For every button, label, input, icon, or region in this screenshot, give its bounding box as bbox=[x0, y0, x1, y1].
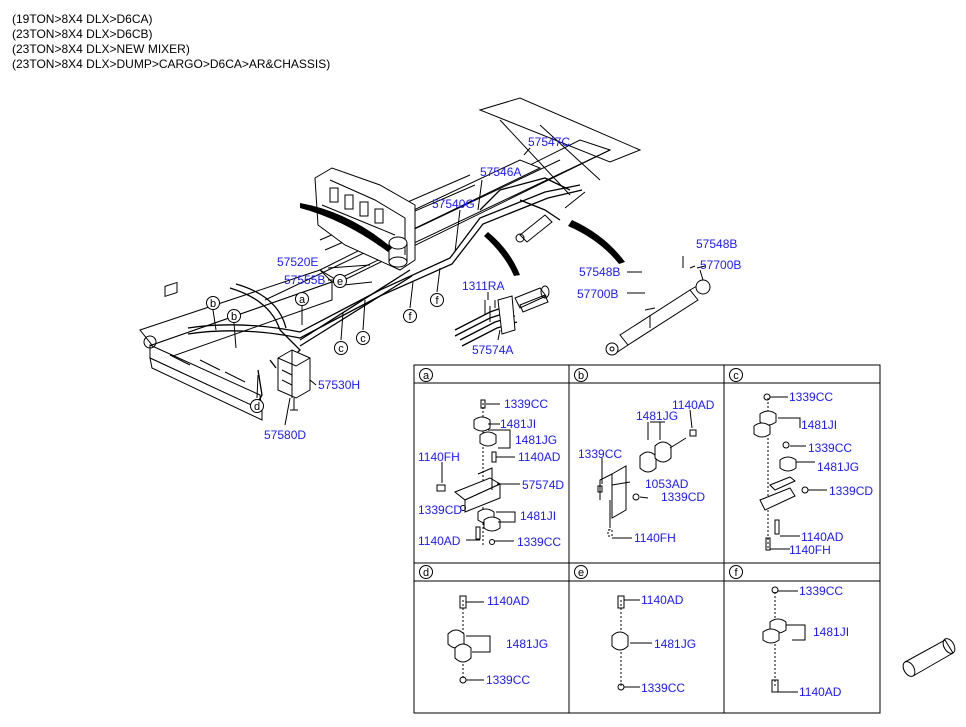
callout-b: b bbox=[231, 311, 237, 323]
part-label: 57548B bbox=[579, 265, 620, 279]
part-label: 1339CC bbox=[517, 535, 561, 549]
part-label: 57547C bbox=[528, 135, 570, 149]
part-label: 1140FH bbox=[418, 450, 460, 464]
panel-tag-e: e bbox=[578, 567, 584, 579]
part-label: 1339CC bbox=[799, 584, 843, 598]
panel-f-drawing bbox=[762, 586, 806, 693]
part-label: 1140AD bbox=[518, 450, 561, 464]
panel-e-drawing bbox=[611, 595, 652, 691]
part-label: 1481JI bbox=[813, 625, 849, 639]
panel-d-drawing bbox=[447, 595, 491, 684]
part-label: 1481JI bbox=[500, 417, 536, 431]
detail-panel-grid bbox=[413, 364, 881, 714]
part-label: 1481JG bbox=[506, 637, 548, 651]
part-label: 1339CD bbox=[661, 490, 705, 504]
part-label: 1339CC bbox=[486, 673, 530, 687]
part-label: 1481JG bbox=[515, 433, 557, 447]
callout-c: c bbox=[338, 343, 344, 355]
fuel-filter-57530h bbox=[257, 349, 311, 411]
part-label: 1481JI bbox=[520, 509, 556, 523]
panel-tag-a: a bbox=[423, 370, 430, 382]
panel-c-labels: 1339CC 1481JI 1339CC 1481JG 1339CD 1140A… bbox=[789, 390, 873, 557]
main-part-labels: 57547C 57546A 57540G 57520E 57555B 1311R… bbox=[264, 135, 741, 442]
part-label: 57574A bbox=[472, 343, 513, 357]
part-label: 57546A bbox=[480, 165, 521, 179]
model-line: (23TON>8X4 DLX>NEW MIXER) bbox=[12, 42, 190, 56]
panel-tag-b: b bbox=[578, 370, 584, 382]
detail-cylinder-57548b bbox=[605, 265, 711, 356]
part-label: 57700B bbox=[577, 287, 618, 301]
part-label: 1140AD bbox=[487, 594, 530, 608]
callout-c: c bbox=[360, 333, 366, 345]
callout-a: a bbox=[299, 294, 306, 306]
callout-f: f bbox=[435, 295, 439, 307]
part-label: 1140AD bbox=[418, 534, 461, 548]
panel-c-drawing bbox=[753, 393, 827, 551]
part-label: 57574D bbox=[522, 478, 564, 492]
part-label: 1053AD bbox=[645, 477, 689, 491]
fuel-tank bbox=[300, 167, 416, 271]
callout-e: e bbox=[337, 276, 343, 288]
model-line: (23TON>8X4 DLX>D6CB) bbox=[12, 27, 153, 41]
part-label: 1339CC bbox=[578, 447, 622, 461]
part-label: 1140AD bbox=[672, 398, 715, 412]
panel-a-labels: 1339CC 1481JI 1481JG 1140AD 1140FH 57574… bbox=[418, 397, 564, 549]
part-label: 57700B bbox=[700, 258, 741, 272]
header-model-list: (19TON>8X4 DLX>D6CA) (23TON>8X4 DLX>D6CB… bbox=[12, 12, 330, 72]
part-label: 1481JG bbox=[817, 460, 859, 474]
part-label: 1140AD bbox=[801, 530, 844, 544]
part-label: 57530H bbox=[318, 378, 360, 392]
part-label: 1339CC bbox=[808, 441, 852, 455]
panel-tag-f: f bbox=[734, 567, 738, 579]
part-label: 1339CC bbox=[789, 390, 833, 404]
part-label: 1339CC bbox=[641, 681, 685, 695]
panel-e-labels: 1140AD 1481JG 1339CC bbox=[641, 593, 696, 695]
part-label: 57555B bbox=[284, 273, 325, 287]
part-label: 57548B bbox=[696, 237, 737, 251]
part-label: 1311RA bbox=[462, 279, 504, 293]
callout-leaders bbox=[212, 147, 696, 426]
callout-circles: b b a c c e d f f bbox=[206, 274, 444, 413]
part-label: 1140FH bbox=[789, 543, 831, 557]
part-label: 57580D bbox=[264, 428, 306, 442]
panel-a-drawing bbox=[436, 399, 520, 545]
part-label: 1481JG bbox=[654, 637, 696, 651]
part-label: 1339CC bbox=[504, 397, 548, 411]
panel-d-labels: 1140AD 1481JG 1339CC bbox=[486, 594, 548, 687]
callout-b: b bbox=[210, 298, 216, 310]
part-label: 1481JG bbox=[636, 409, 678, 423]
panel-tags: a b c d e f bbox=[419, 368, 743, 579]
panel-f-labels: 1339CC 1481JI 1140AD bbox=[799, 584, 849, 699]
model-line: (23TON>8X4 DLX>DUMP>CARGO>D6CA>AR&CHASSI… bbox=[12, 57, 331, 71]
model-line: (19TON>8X4 DLX>D6CA) bbox=[12, 12, 153, 26]
detail-57574a bbox=[454, 285, 550, 347]
callout-d: d bbox=[254, 401, 260, 413]
part-label: 1140AD bbox=[641, 593, 684, 607]
part-label: 1339CD bbox=[829, 484, 873, 498]
callout-f: f bbox=[408, 311, 412, 323]
part-label: 57540G bbox=[432, 197, 475, 211]
loose-tube-part bbox=[902, 638, 956, 677]
part-label: 1140AD bbox=[799, 685, 842, 699]
panel-b-labels: 1140AD 1481JG 1339CC 1053AD 1339CD 1140F… bbox=[578, 398, 715, 545]
part-label: 1481JI bbox=[801, 418, 837, 432]
fuel-lines bbox=[187, 177, 625, 361]
part-label: 1140FH bbox=[634, 531, 676, 545]
part-label: 57520E bbox=[277, 255, 318, 269]
part-label: 1339CD bbox=[418, 503, 462, 517]
panel-tag-c: c bbox=[733, 370, 739, 382]
panel-tag-d: d bbox=[423, 567, 429, 579]
panel-b-drawing bbox=[597, 409, 697, 539]
